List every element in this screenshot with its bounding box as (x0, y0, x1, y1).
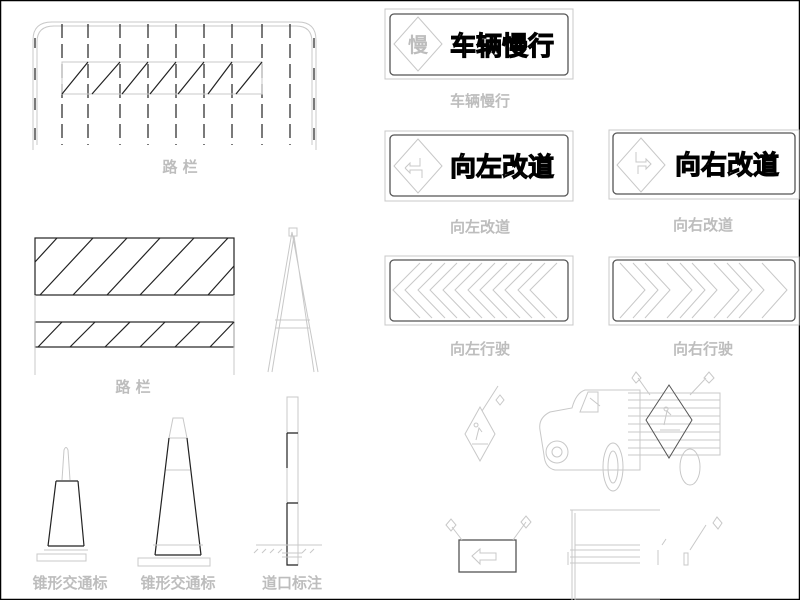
a-frame-stand (267, 227, 319, 373)
detour-left-label: 向左改道 (450, 218, 510, 236)
traffic-cone-2: 锥形交通标 (137, 417, 216, 592)
keep-right-label: 向右行驶 (673, 340, 733, 358)
barrier-1: 路 栏 (32, 21, 317, 176)
detour-right-label: 向右改道 (673, 216, 733, 234)
arrow-board-with-flags (445, 515, 532, 573)
traffic-cone-1: 锥形交通标 (32, 447, 108, 592)
barrier-1-label: 路 栏 (162, 158, 197, 176)
cone-1-label: 锥形交通标 (32, 574, 107, 592)
crossing-post-label: 道口标注 (262, 574, 322, 592)
cone-2-label: 锥形交通标 (140, 574, 215, 592)
crossing-post: 道口标注 (253, 396, 322, 592)
barrier-2: 路 栏 (34, 237, 235, 396)
sign-detour-left: 向左改道 向左改道 (384, 130, 574, 236)
sign-vehicles-slow: 慢 车辆慢行 车辆慢行 (384, 8, 574, 110)
sign-keep-left: 向左行驶 (384, 255, 574, 358)
truck-with-roadwork-sign (539, 371, 721, 492)
worker-icon (472, 422, 488, 445)
barrier-2-label: 路 栏 (115, 378, 150, 396)
slow-sign-label: 车辆慢行 (450, 92, 510, 110)
left-arrow-icon (471, 547, 497, 566)
detour-left-text: 向左改道 (450, 152, 554, 183)
right-turn-arrow-icon (635, 152, 652, 174)
slow-sign-text: 车辆慢行 (450, 31, 554, 62)
detour-right-text: 向右改道 (675, 150, 779, 181)
keep-left-label: 向左行驶 (450, 340, 510, 358)
roadwork-sign-small (464, 385, 505, 463)
barricade-with-flag (567, 509, 723, 600)
sign-detour-right: 向右改道 向右改道 (608, 129, 800, 234)
left-turn-arrow-icon (404, 158, 423, 178)
slow-symbol: 慢 (408, 33, 429, 57)
sign-keep-right: 向右行驶 (608, 256, 800, 358)
